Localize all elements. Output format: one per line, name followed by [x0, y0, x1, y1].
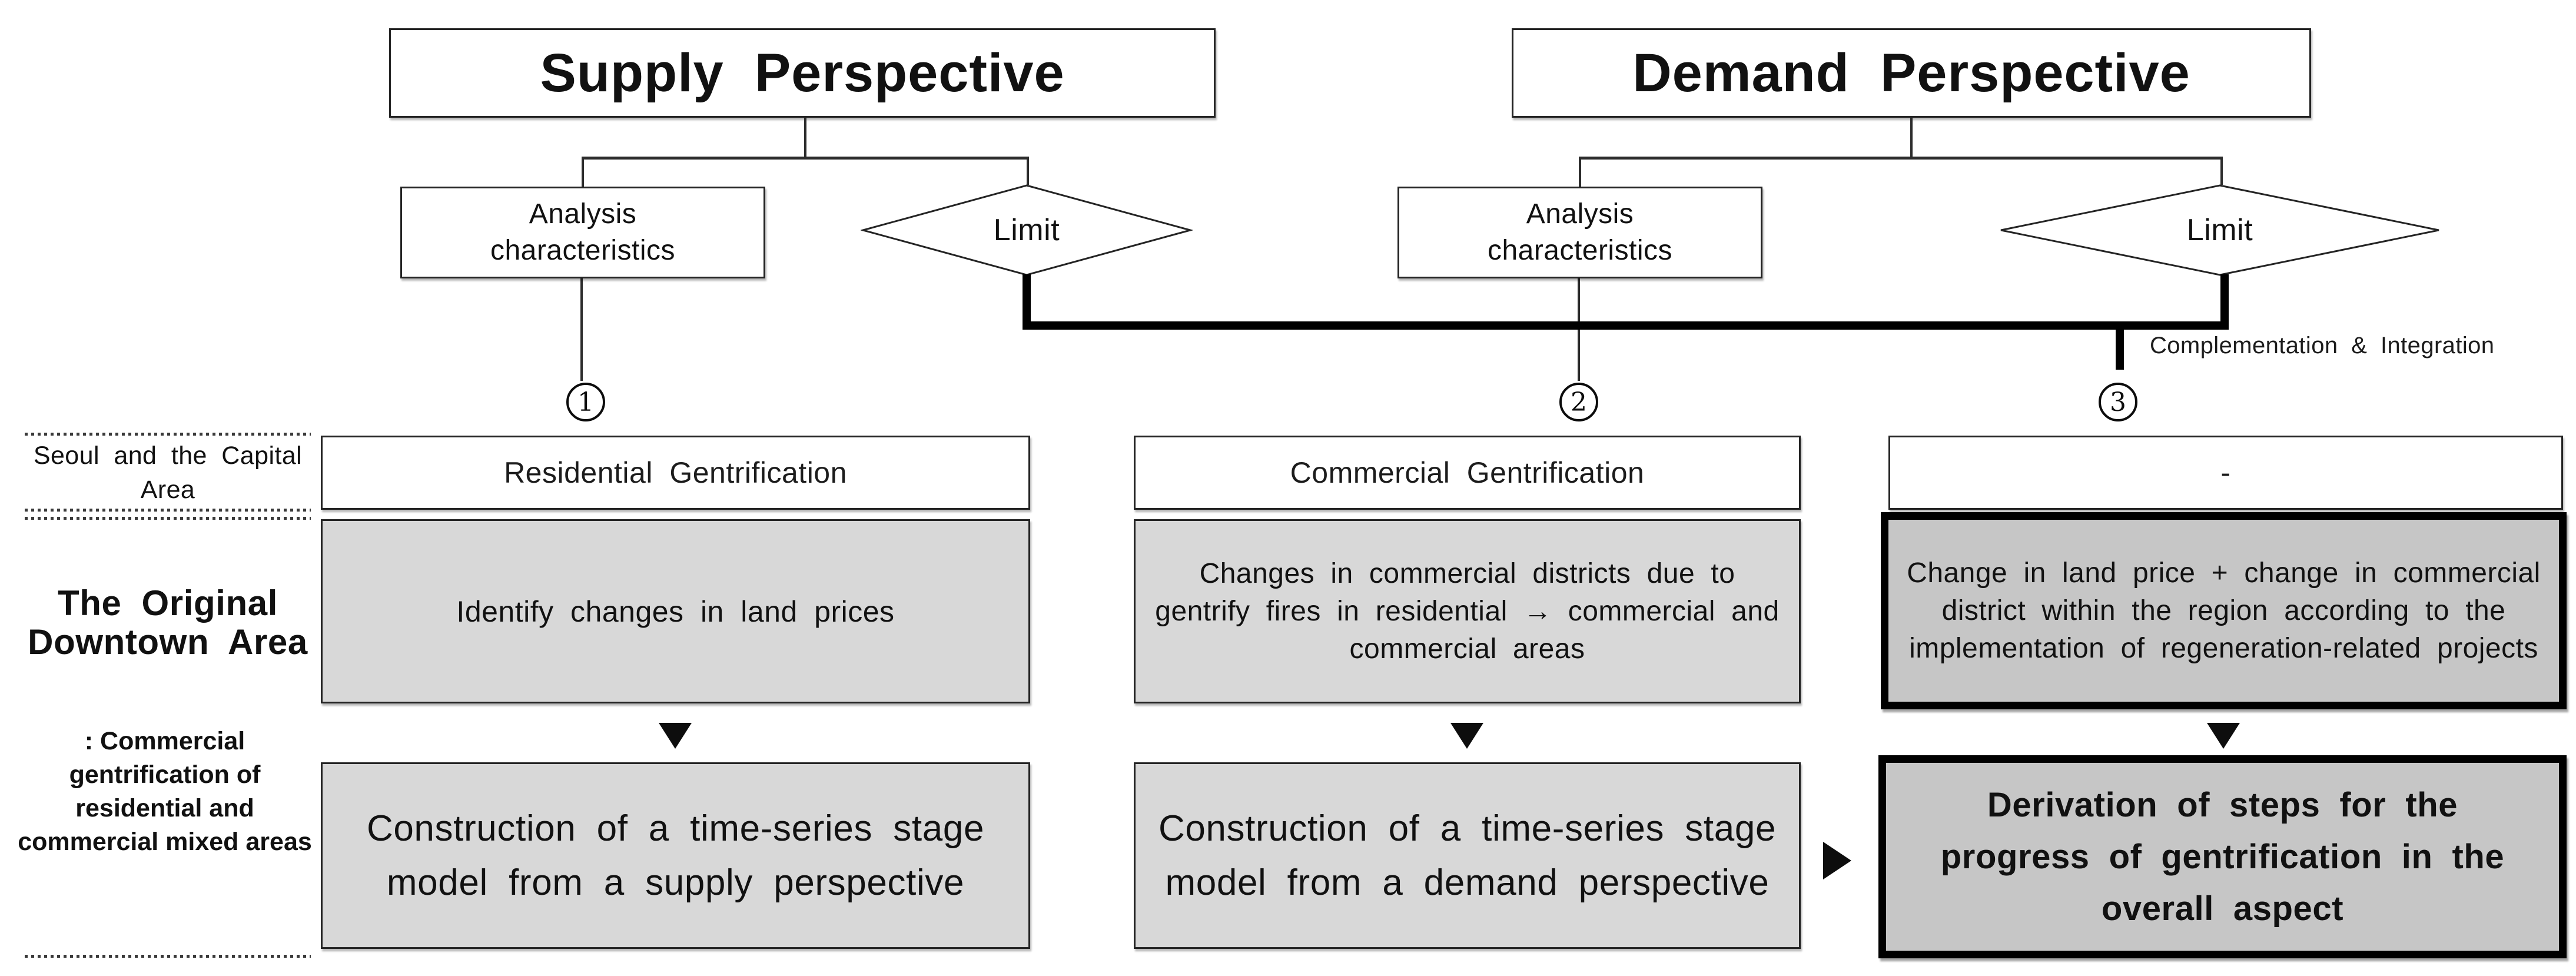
supply-perspective-box: Supply Perspective: [389, 28, 1216, 118]
down-arrow-icon: [1450, 723, 1483, 749]
sidebar-area-title: The Original Downtown Area: [28, 583, 308, 662]
column1-drop-line: [580, 278, 583, 381]
col3-downtown-box: Change in land price + change in commerc…: [1881, 512, 2567, 709]
sidebar-area-subtitle: : Commercial gentrification of residenti…: [18, 727, 312, 856]
supply-analysis-drop-line: [582, 157, 584, 187]
right-arrow-icon: [1823, 842, 1851, 879]
sidebar-dotted-line-mid2: [25, 517, 311, 520]
demand-analysis-drop-line: [1579, 157, 1581, 187]
sidebar-dotted-line-top: [25, 433, 311, 436]
demand-limit-diamond: Limit: [1999, 184, 2441, 277]
diamond-shape: [2000, 184, 2439, 276]
integration-label: Complementation & Integration: [2150, 333, 2495, 358]
demand-limit-drop-line: [2220, 157, 2223, 185]
marker-1-number: 1: [577, 387, 594, 417]
demand-limit-thick-line: [2220, 274, 2229, 330]
column2-drop-line: [1578, 278, 1580, 381]
marker-circle-1: 1: [566, 383, 605, 421]
demand-stem-line: [1910, 118, 1913, 158]
supply-limit-thick-line: [1023, 274, 1031, 330]
sidebar-dotted-line-bottom: [25, 955, 311, 958]
col3-scope-box: -: [1888, 436, 2563, 510]
demand-branch-line: [1579, 157, 2223, 160]
col3-derivation-box: Derivation of steps for the progress of …: [1878, 755, 2567, 958]
col1-scope-box: Residential Gentrification: [321, 436, 1030, 510]
down-arrow-icon: [2207, 723, 2240, 749]
supply-stem-line: [804, 118, 806, 158]
sidebar-region-scope-label: Seoul and the Capital Area: [33, 441, 303, 504]
integration-bar: [1023, 321, 2229, 330]
supply-limit-label: Limit: [993, 213, 1060, 247]
demand-analysis-box: Analysis characteristics: [1397, 187, 1762, 278]
marker-circle-3: 3: [2099, 383, 2137, 421]
col2-model-box: Construction of a time-series stage mode…: [1134, 762, 1801, 949]
demand-limit-label: Limit: [2186, 213, 2253, 247]
col2-scope-box: Commercial Gentrification: [1134, 436, 1801, 510]
col1-model-box: Construction of a time-series stage mode…: [321, 762, 1030, 949]
col1-downtown-box: Identify changes in land prices: [321, 519, 1030, 703]
supply-limit-drop-line: [1027, 157, 1029, 185]
marker-2-number: 2: [1571, 387, 1587, 417]
supply-branch-line: [582, 157, 1029, 160]
marker-circle-2: 2: [1559, 383, 1598, 421]
integration-stub-line: [2116, 330, 2124, 370]
col2-downtown-box: Changes in commercial districts due to g…: [1134, 519, 1801, 703]
down-arrow-icon: [659, 723, 692, 749]
supply-analysis-box: Analysis characteristics: [400, 187, 765, 278]
supply-limit-diamond: Limit: [861, 184, 1193, 277]
demand-perspective-box: Demand Perspective: [1512, 28, 2311, 118]
sidebar-dotted-line-mid1: [25, 509, 311, 512]
marker-3-number: 3: [2110, 387, 2126, 417]
